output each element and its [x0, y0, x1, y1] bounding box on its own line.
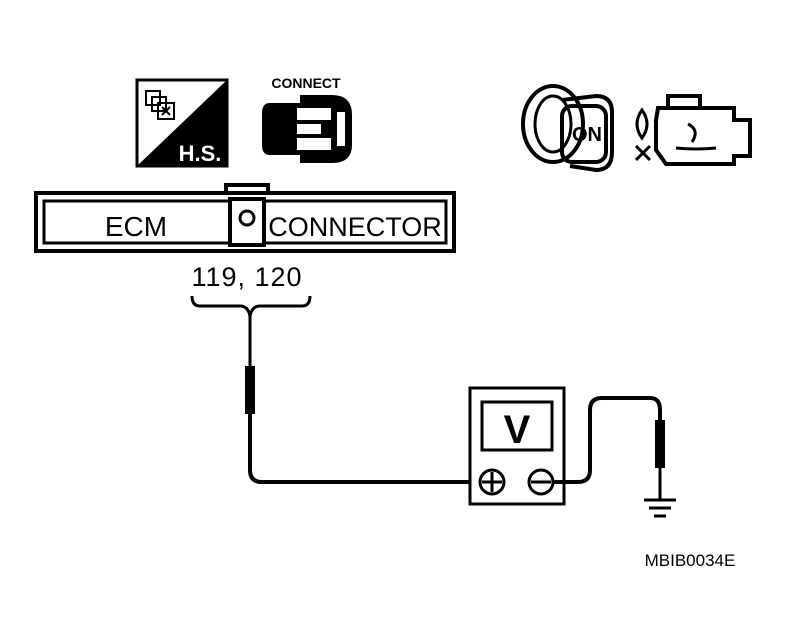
- ignition-key-icon: ON: [521, 84, 614, 173]
- ignition-key-label: ON: [572, 124, 602, 146]
- ecm-connector: ECM CONNECTOR: [34, 183, 456, 253]
- ground-icon: [644, 498, 676, 518]
- terminal-numbers: 119, 120: [191, 262, 302, 292]
- engine-off-icon: [634, 94, 752, 166]
- connect-label: CONNECT: [271, 75, 341, 91]
- minus-terminal-icon: [527, 468, 555, 496]
- negative-probe-lead: [553, 396, 665, 500]
- harness-symbol-icon: H.S.: [135, 78, 229, 168]
- figure-code: MBIB0034E: [645, 551, 736, 570]
- connector-label: CONNECTOR: [268, 212, 442, 242]
- voltmeter: V: [468, 386, 566, 506]
- ecm-label: ECM: [105, 211, 167, 242]
- positive-probe-lead: [245, 316, 470, 484]
- harness-symbol-label: H.S.: [179, 141, 222, 166]
- plus-terminal-icon: [478, 468, 506, 496]
- connect-icon: CONNECT: [262, 75, 352, 163]
- voltmeter-label: V: [504, 408, 531, 452]
- terminal-brace: [190, 295, 312, 317]
